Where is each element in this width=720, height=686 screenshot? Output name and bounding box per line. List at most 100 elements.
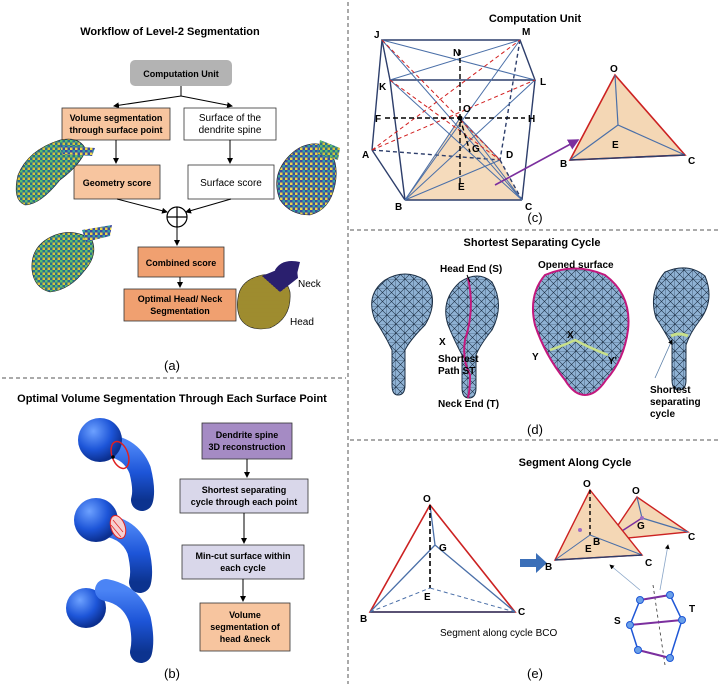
cube-red-dashed — [371, 39, 536, 161]
computation-unit-box — [130, 60, 232, 86]
geometry-score-label: Geometry score — [83, 178, 152, 188]
vertex-c: C — [525, 202, 532, 213]
vertex-f: F — [375, 114, 381, 125]
panel-b-title: Optimal Volume Segmentation Through Each… — [17, 393, 327, 405]
voxel-spine-left-image — [15, 138, 95, 206]
surface-score-label: Surface score — [200, 178, 262, 189]
head-end-label: Head End (S) — [440, 264, 502, 275]
head-label: Head — [290, 317, 314, 328]
zoom-arrow — [494, 139, 580, 186]
panel-a-label: (a) — [164, 358, 180, 373]
spine-model-1-image — [78, 418, 155, 511]
reconstruction-label-2: 3D reconstruction — [208, 442, 285, 452]
vertex-m: M — [522, 27, 530, 38]
volume-result-label-2: segmentation of — [210, 622, 281, 632]
combined-score-label: Combined score — [146, 258, 217, 268]
vertex-l: L — [540, 77, 546, 88]
mesh-surface-1-image — [371, 273, 433, 396]
right-vertex-b: B — [545, 562, 552, 573]
tetrahedron — [568, 73, 687, 161]
separating-cycle-label-3: cycle — [650, 409, 675, 420]
left-vertex-b: B — [360, 614, 367, 625]
right-vertex-o-front: O — [583, 479, 591, 490]
computation-unit-label: Computation Unit — [143, 69, 219, 79]
y-label: Y — [532, 352, 539, 363]
neck-label: Neck — [298, 279, 322, 290]
shortest-cycle-label-1: Shortest separating — [202, 485, 287, 495]
tetra-vertex-b: B — [560, 159, 567, 170]
split-tetrahedron-back — [606, 496, 690, 541]
surface-score-box — [187, 164, 275, 200]
x-label-mesh2: X — [439, 337, 446, 348]
shortest-path-label-1: Shortest — [438, 354, 479, 365]
cycle-graph — [626, 584, 686, 666]
mesh-surface-4-image — [653, 267, 710, 391]
spine-model-3-image — [66, 579, 154, 663]
panel-c-title: Computation Unit — [489, 13, 582, 25]
min-cut-box — [181, 544, 305, 580]
center-point-o — [457, 115, 463, 121]
y-prime-label: Y' — [608, 356, 617, 367]
panel-d-label: (d) — [527, 422, 543, 437]
neck-end-label: Neck End (T) — [438, 399, 499, 410]
shortest-separating-cycle-curve — [670, 332, 689, 338]
vertex-o: O — [463, 104, 471, 115]
cube-blue-diagonals — [381, 39, 536, 201]
panel-e: Segment Along Cycle O G E B C — [360, 457, 695, 681]
panel-e-title: Segment Along Cycle — [519, 457, 632, 469]
optimal-segmentation-label-2: Segmentation — [150, 306, 210, 316]
panel-d: Shortest Separating Cycle Head End (S) X… — [371, 237, 710, 437]
shortest-path-st-curve — [463, 277, 472, 399]
panel-b-label: (b) — [164, 666, 180, 681]
graph-pointer-1 — [609, 564, 641, 591]
reconstruction-box — [201, 422, 293, 460]
left-vertex-o: O — [423, 494, 431, 505]
right-vertex-e: E — [585, 544, 592, 555]
right-vertex-c-front: C — [645, 558, 652, 569]
shortest-cycle-box — [179, 478, 309, 514]
shortest-cycle-label-2: cycle through each point — [191, 497, 298, 507]
left-tetrahedron — [368, 503, 517, 613]
vertex-k: K — [379, 82, 387, 93]
x-label-opened: X — [567, 330, 574, 341]
min-cut-label-1: Min-cut surface within — [195, 551, 290, 561]
vertex-h: H — [528, 114, 535, 125]
s-label: S — [614, 616, 621, 627]
transform-arrow-icon — [520, 553, 547, 573]
vertex-d: D — [506, 150, 513, 161]
vertex-a: A — [362, 150, 369, 161]
shortest-path-label-2: Path ST — [438, 366, 475, 377]
mesh-surface-2-image — [445, 275, 499, 399]
opened-surface-image — [532, 267, 630, 397]
separating-path-y — [549, 338, 609, 357]
volume-segmentation-label-1: Volume segmentation — [70, 113, 163, 123]
right-vertex-c-back: C — [688, 532, 695, 543]
pyramid-face — [405, 118, 522, 200]
geometry-score-box — [73, 164, 161, 200]
panel-e-label: (e) — [527, 666, 543, 681]
tetra-vertex-o: O — [610, 64, 618, 75]
volume-segmentation-label-2: through surface point — [70, 125, 163, 135]
segment-caption: Segment along cycle BCO — [440, 628, 558, 639]
panel-a: Workflow of Level-2 Segmentation Computa… — [15, 26, 340, 373]
left-vertex-g: G — [439, 543, 447, 554]
separating-cycle-label-1: Shortest — [650, 385, 691, 396]
volume-segmentation-result-box — [199, 602, 291, 652]
panel-c-label: (c) — [527, 210, 542, 225]
volume-result-label-3: head &neck — [220, 634, 272, 644]
opened-surface-label: Opened surface — [538, 260, 614, 271]
tetra-vertex-c: C — [688, 156, 695, 167]
right-vertex-g: G — [637, 521, 645, 532]
surface-label-2: dendrite spine — [199, 125, 262, 136]
head-end-pointer — [466, 274, 471, 283]
t-label: T — [689, 604, 695, 615]
vertex-j: J — [374, 30, 380, 41]
panel-c: Computation Unit — [362, 13, 695, 225]
panel-b: Optimal Volume Segmentation Through Each… — [17, 393, 327, 681]
head-neck-segmentation-image — [237, 261, 300, 330]
right-vertex-b-inner: B — [593, 537, 600, 548]
cube-wireframe — [371, 39, 537, 201]
sum-operator-icon — [166, 206, 188, 228]
panel-a-title: Workflow of Level-2 Segmentation — [80, 26, 260, 38]
